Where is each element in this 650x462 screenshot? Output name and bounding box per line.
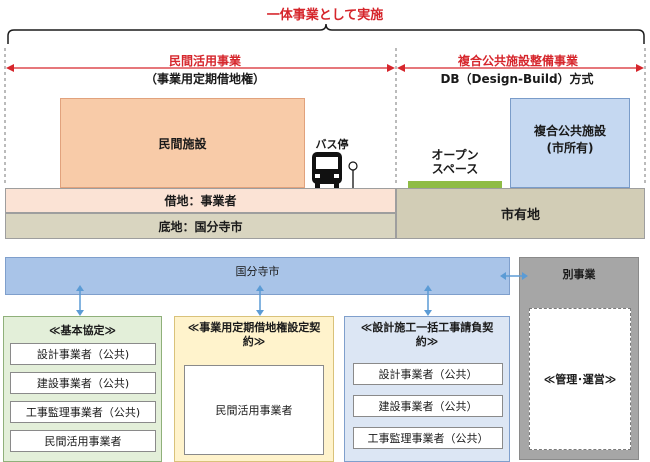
design-build-contract-title: ≪設計施工一括工事請負契 約≫ [345, 321, 509, 349]
base-land-label: 底地：国分寺市 [158, 219, 243, 234]
complex-facility-line1: 複合公共施設 [533, 124, 606, 138]
overall-title: 一体事業として実施 [266, 8, 384, 23]
basic-agreement-box: ≪基本協定≫ 設計事業者（公共) 建設事業者（公共) 工事監理事業者（公共) 民… [3, 316, 162, 462]
bus-icon [312, 152, 342, 188]
land-lease-contract-title: ≪事業用定期借地権設定契 約≫ [175, 321, 333, 349]
leased-land-label: 借地：事業者 [164, 194, 237, 208]
connector-arrows [76, 272, 528, 316]
list-item: 建設事業者（公共） [353, 395, 503, 417]
management-box: ≪管理･運営≫ [529, 308, 631, 450]
list-item: 設計事業者（公共） [353, 363, 503, 385]
separate-business-label: 別事業 [562, 268, 596, 281]
complex-facility-line2: (市所有) [546, 141, 594, 155]
overall-brace [7, 23, 645, 44]
list-item: 民間活用事業者 [10, 430, 156, 452]
land-lease-contract-box: ≪事業用定期借地権設定契 約≫ 民間活用事業者 [174, 316, 334, 462]
complex-facility: 複合公共施設 (市所有) [510, 98, 630, 188]
private-facility: 民間施設 [60, 98, 305, 188]
list-item: 工事監理事業者（公共） [353, 427, 503, 449]
list-item: 民間活用事業者 [184, 365, 324, 455]
open-space-line2: スペース [431, 162, 479, 176]
left-section-sub: （事業用定期借地権） [144, 72, 265, 86]
city-land: 市有地 [396, 188, 645, 239]
management-label: ≪管理･運営≫ [543, 373, 617, 386]
private-facility-label: 民間施設 [158, 136, 207, 151]
basic-agreement-title: ≪基本協定≫ [48, 324, 117, 337]
land-lease-title-line1: ≪事業用定期借地権設定契 [187, 321, 321, 334]
list-item: 設計事業者（公共) [10, 343, 156, 365]
separate-business-box: 別事業 ≪管理･運営≫ [519, 257, 639, 460]
open-space-strip [408, 181, 502, 188]
leased-land: 借地：事業者 [5, 188, 396, 213]
list-item: 工事監理事業者（公共) [10, 401, 156, 423]
land-lease-title-line2: 約≫ [242, 335, 266, 348]
design-build-title-line2: 約≫ [415, 335, 439, 348]
city-land-label: 市有地 [500, 208, 540, 223]
city-bar-label: 国分寺市 [235, 265, 280, 278]
list-item: 建設事業者（公共) [10, 372, 156, 394]
section-dividers [4, 48, 646, 185]
open-space-line1: オープン [431, 148, 479, 162]
design-build-contract-box: ≪設計施工一括工事請負契 約≫ 設計事業者（公共） 建設事業者（公共） 工事監理… [344, 316, 510, 462]
base-land: 底地：国分寺市 [5, 213, 396, 239]
design-build-title-line1: ≪設計施工一括工事請負契 [360, 321, 494, 334]
open-space-label: オープン スペース [410, 148, 500, 176]
bus-stop-sign-icon [348, 161, 358, 188]
right-section-header: 複合公共施設整備事業 [457, 54, 578, 68]
bus-stop-label: バス停 [315, 138, 349, 151]
left-section-header: 民間活用事業 [168, 54, 241, 68]
right-section-sub: DB（Design-Build）方式 [440, 72, 594, 86]
